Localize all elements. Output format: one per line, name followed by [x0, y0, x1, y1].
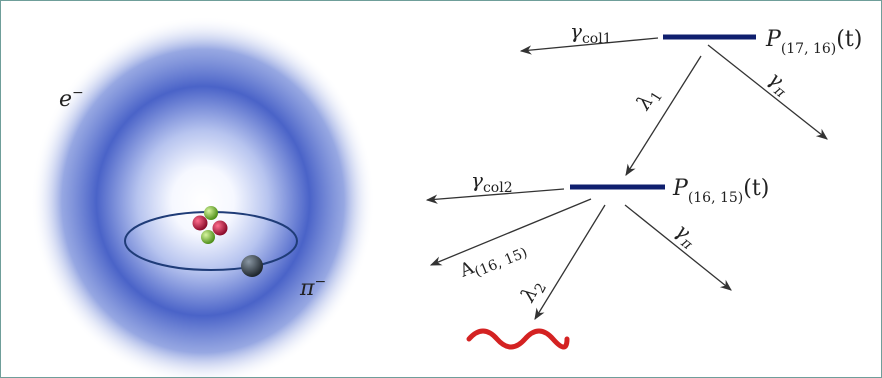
gamma-col1-arrow [519, 37, 659, 55]
lambda1-arrow [625, 55, 702, 176]
gamma-pi-lower-arrow [624, 204, 732, 291]
level-scheme: P(17, 16)(t) γcol1 γπ λ1 P(16, 15)(t) [425, 19, 862, 350]
auger-arrow [429, 198, 592, 266]
lower-level-label: P(16, 15)(t) [672, 176, 769, 206]
nucleus-icon [192, 206, 228, 244]
electron-label: e− [59, 85, 84, 112]
gamma-pi-upper-arrow [707, 44, 828, 140]
gamma-col1-label: γcol1 [570, 19, 612, 47]
gamma-col2-label: γcol2 [471, 168, 513, 196]
upper-level-label: P(17, 16)(t) [765, 27, 862, 57]
pion-sphere-icon [241, 255, 263, 277]
lambda1-label: λ1 [630, 83, 666, 117]
lambda2-arrow [534, 204, 606, 320]
electron-cloud [31, 16, 375, 377]
gamma-pi-upper-label: γπ [761, 66, 796, 102]
wavy-photon-icon [466, 328, 570, 350]
atom-illustration: e− π− [31, 16, 375, 377]
pion-label: π− [299, 274, 326, 301]
gamma-pi-lower-label: γπ [668, 218, 703, 254]
auger-label: A(16, 15) [456, 237, 530, 286]
gamma-col2-arrow [425, 188, 565, 204]
